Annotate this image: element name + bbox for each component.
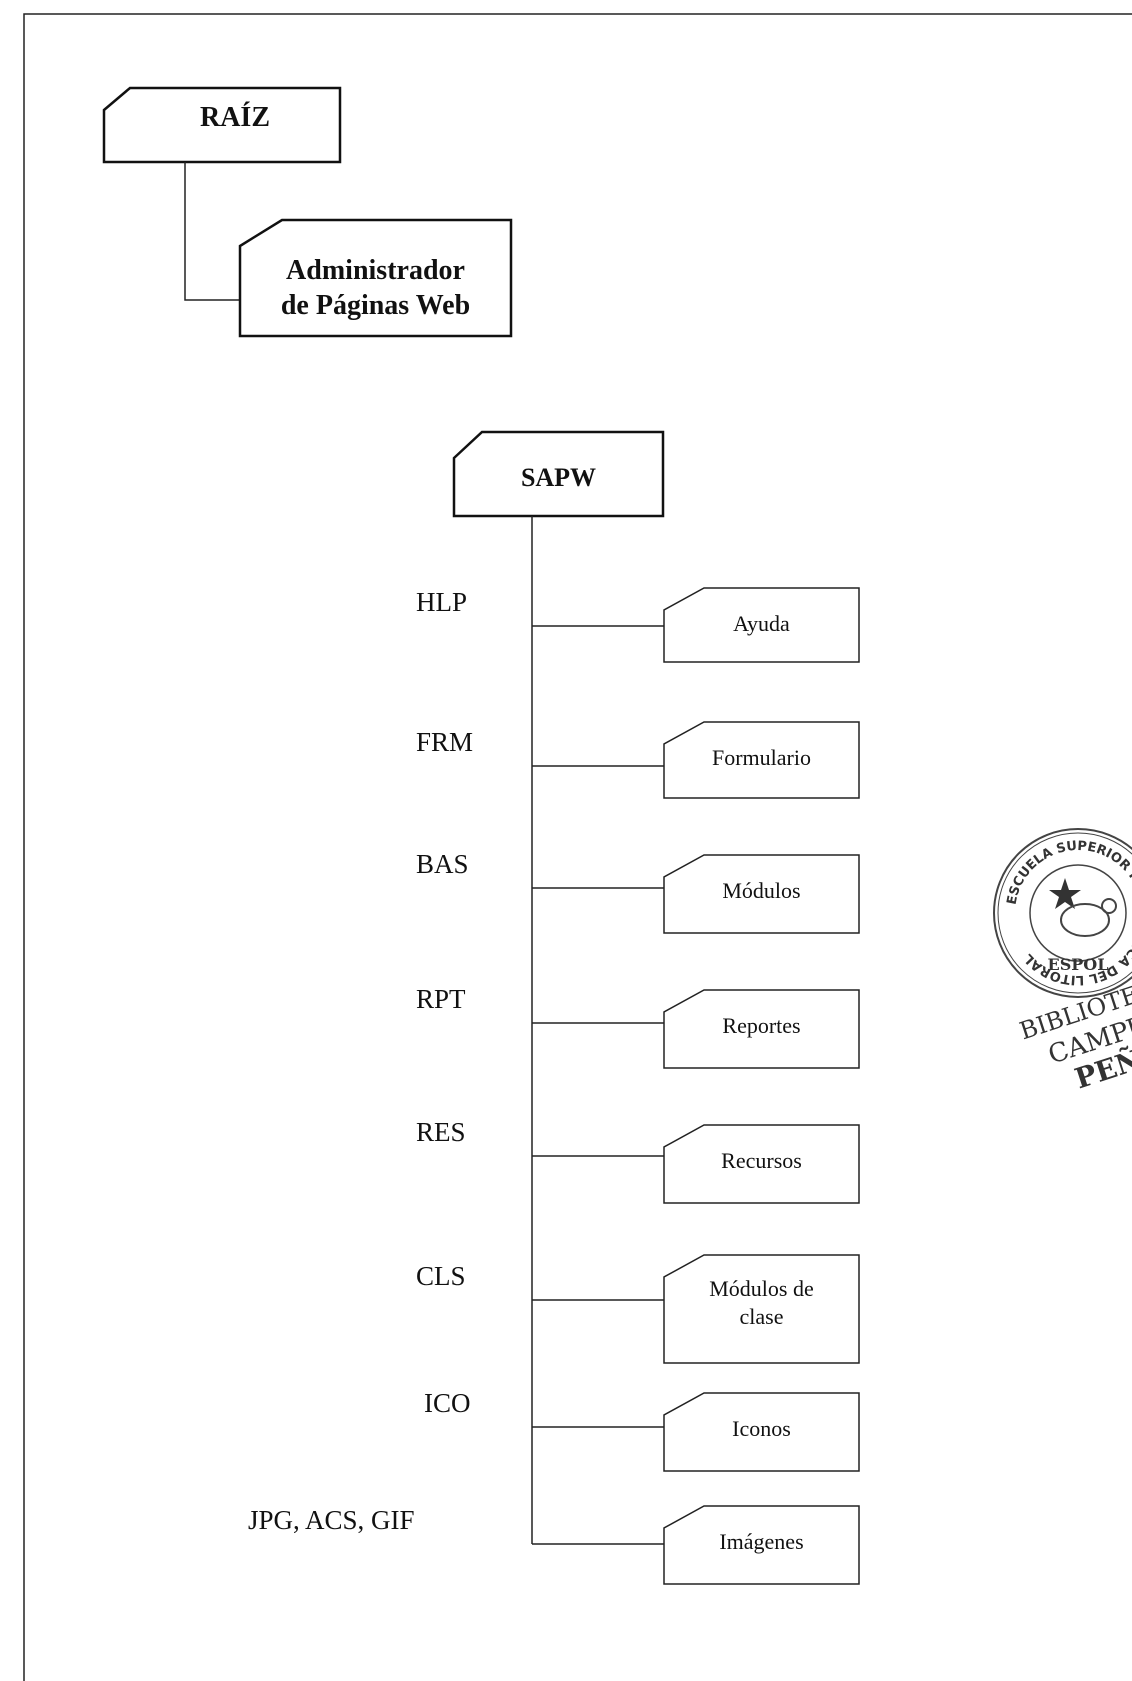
app-folder-label: Administrador de Páginas Web — [240, 253, 511, 323]
folder-shape — [663, 854, 860, 934]
folder-label-line1: Iconos — [732, 1416, 791, 1441]
extension-label: HLP — [416, 587, 468, 617]
app-folder-label-line1: Administrador — [286, 255, 465, 286]
extension-label: FRM — [416, 727, 474, 757]
folder-label: Módulos — [664, 877, 859, 905]
folder-label: Formulario — [664, 744, 859, 772]
folder-label: Recursos — [664, 1147, 859, 1175]
folder-label-line1: Formulario — [712, 745, 811, 770]
folder-shape — [663, 1254, 860, 1364]
extension-label: BAS — [416, 849, 469, 879]
folder-label-line1: Recursos — [721, 1148, 802, 1173]
library-stamp: ESCUELA SUPERIOR POLITECNICA DEL LITORAL… — [985, 820, 1132, 1100]
folder-shape — [663, 1392, 860, 1472]
app-folder-label-line2: de Páginas Web — [280, 290, 471, 321]
folder-label: Ayuda — [664, 610, 859, 638]
root-connector — [184, 162, 240, 301]
folder-label: Iconos — [664, 1415, 859, 1443]
page-border — [23, 13, 1132, 1681]
extension-label: JPG, ACS, GIF — [248, 1505, 415, 1535]
extension-label: ICO — [424, 1388, 471, 1418]
folder-label-line2: clase — [739, 1303, 784, 1329]
extension-label: RES — [416, 1117, 466, 1147]
folder-label-line1: Módulos — [722, 878, 801, 903]
folder-shape — [663, 587, 860, 663]
folder-shape — [663, 989, 860, 1069]
app-folder-shape — [238, 218, 513, 338]
root-label: RAÍZ — [199, 102, 270, 133]
svg-text:ESPOL: ESPOL — [1048, 955, 1109, 974]
folder-shape — [663, 1505, 860, 1585]
folder-label-line1: Ayuda — [733, 611, 790, 636]
folder-label-line1: Imágenes — [719, 1529, 804, 1554]
extension-label: RPT — [416, 984, 466, 1014]
folder-label-line1: Reportes — [722, 1013, 801, 1038]
folder-shape — [663, 721, 860, 799]
sapw-folder-shape — [452, 430, 665, 518]
sapw-label: SAPW — [520, 463, 597, 492]
folder-shape — [663, 1124, 860, 1204]
folder-label: Imágenes — [664, 1528, 859, 1556]
folder-label: Reportes — [664, 1012, 859, 1040]
folder-label-line1: Módulos de — [709, 1276, 814, 1301]
root-folder-shape — [102, 86, 342, 164]
extension-label: CLS — [416, 1261, 466, 1291]
